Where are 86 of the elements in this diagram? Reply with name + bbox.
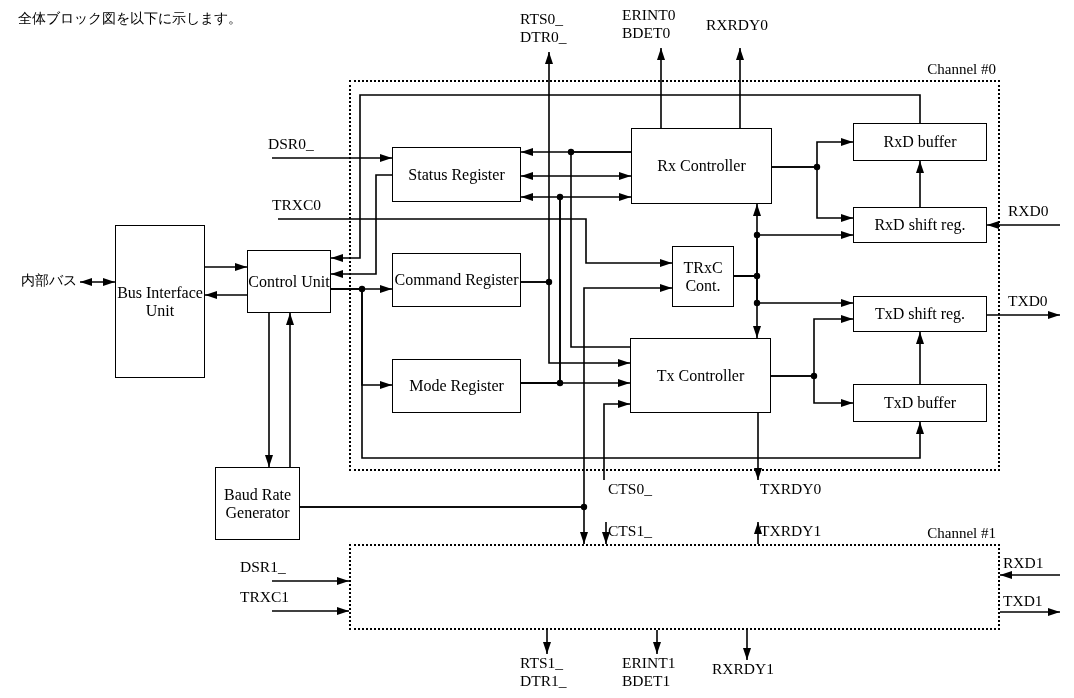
arrow (204, 263, 248, 271)
block-label: RxD shift reg. (874, 216, 966, 234)
signal-label: RXRDY1 (712, 660, 774, 678)
arrow (986, 221, 1061, 229)
block-box (853, 296, 987, 332)
arrow (271, 154, 393, 162)
block-label: Mode Register (409, 377, 504, 395)
signal-label: ERINT1 (622, 654, 676, 672)
signal-label: DTR1_ (520, 671, 567, 690)
arrow (520, 379, 631, 387)
signal-label: TXRDY0 (760, 480, 822, 498)
arrow (771, 166, 854, 222)
signal-label: RXD0 (1008, 202, 1049, 220)
block-label: Command Register (394, 271, 519, 289)
arrow (999, 571, 1061, 579)
arrow (299, 506, 588, 545)
signal-label: ERINT0 (622, 6, 676, 24)
block-box (631, 128, 772, 204)
arrow (602, 521, 610, 545)
block-box (853, 123, 987, 161)
block-label: RxD buffer (883, 133, 957, 151)
arrow (916, 331, 924, 385)
channel-label: Channel #1 (927, 525, 996, 542)
block-label: Baud Rate Generator (222, 485, 293, 522)
arrow (520, 281, 631, 367)
block-box (115, 225, 205, 378)
arrow (999, 608, 1061, 616)
arrow (204, 291, 248, 299)
block-box (392, 253, 521, 307)
block-box (247, 250, 331, 313)
signal-label: RTS0_ (520, 10, 563, 28)
block-box (215, 467, 300, 540)
signal-label: BDET0 (622, 23, 671, 42)
signal-label: RXD1 (1003, 554, 1044, 572)
block-label: Control Unit (248, 272, 330, 291)
block-label: TRxC Cont. (682, 258, 724, 295)
arrow (603, 400, 631, 481)
arrow (657, 47, 665, 129)
signal-label: TXRDY1 (760, 522, 822, 540)
signal-label: TXD1 (1003, 592, 1043, 610)
block-box (853, 207, 987, 243)
arrow (277, 218, 673, 267)
signal-label: 内部バス (21, 272, 77, 289)
channel-label: Channel #0 (927, 61, 996, 78)
arrow (916, 160, 924, 208)
signal-label: TXD0 (1008, 292, 1048, 310)
signal-label: DTR0_ (520, 27, 567, 46)
arrow (770, 375, 854, 407)
signal-label: CTS0_ (608, 480, 652, 498)
signal-label: DSR0_ (268, 135, 314, 153)
block-box (392, 147, 521, 202)
arrow (754, 521, 762, 545)
block-label: Tx Controller (656, 366, 745, 385)
intro-text: 全体ブロック図を以下に示します。 (18, 10, 242, 28)
block-box (853, 384, 987, 422)
arrow (754, 412, 762, 481)
arrow (330, 174, 393, 278)
signal-label: DSR1_ (240, 558, 286, 576)
signal-label: BDET1 (622, 671, 671, 690)
arrow (265, 312, 273, 468)
block-box (672, 246, 734, 307)
connector-line (570, 151, 632, 348)
signal-label: RTS1_ (520, 654, 563, 672)
arrow (743, 629, 751, 661)
signal-label: CTS1_ (608, 522, 652, 540)
arrow (653, 629, 661, 655)
block-label: Rx Controller (657, 157, 746, 175)
block-box (392, 359, 521, 413)
block-label: Status Register (408, 165, 505, 184)
arrow (271, 607, 350, 615)
signal-label: TRXC1 (240, 588, 290, 606)
signal-label: TRXC0 (272, 196, 322, 214)
arrow (520, 172, 632, 180)
block-box (630, 338, 771, 413)
arrow (271, 577, 350, 585)
arrow (286, 312, 294, 468)
block-label: Bus Interface Unit (116, 283, 204, 320)
arrow (736, 47, 744, 129)
arrow (330, 94, 921, 262)
block-label: TxD shift reg. (874, 305, 966, 323)
signal-label: RXRDY0 (706, 16, 768, 34)
arrow (330, 288, 924, 459)
arrow (79, 278, 116, 286)
arrow (986, 311, 1061, 319)
arrow (543, 629, 551, 655)
block-label: TxD buffer (883, 394, 957, 412)
